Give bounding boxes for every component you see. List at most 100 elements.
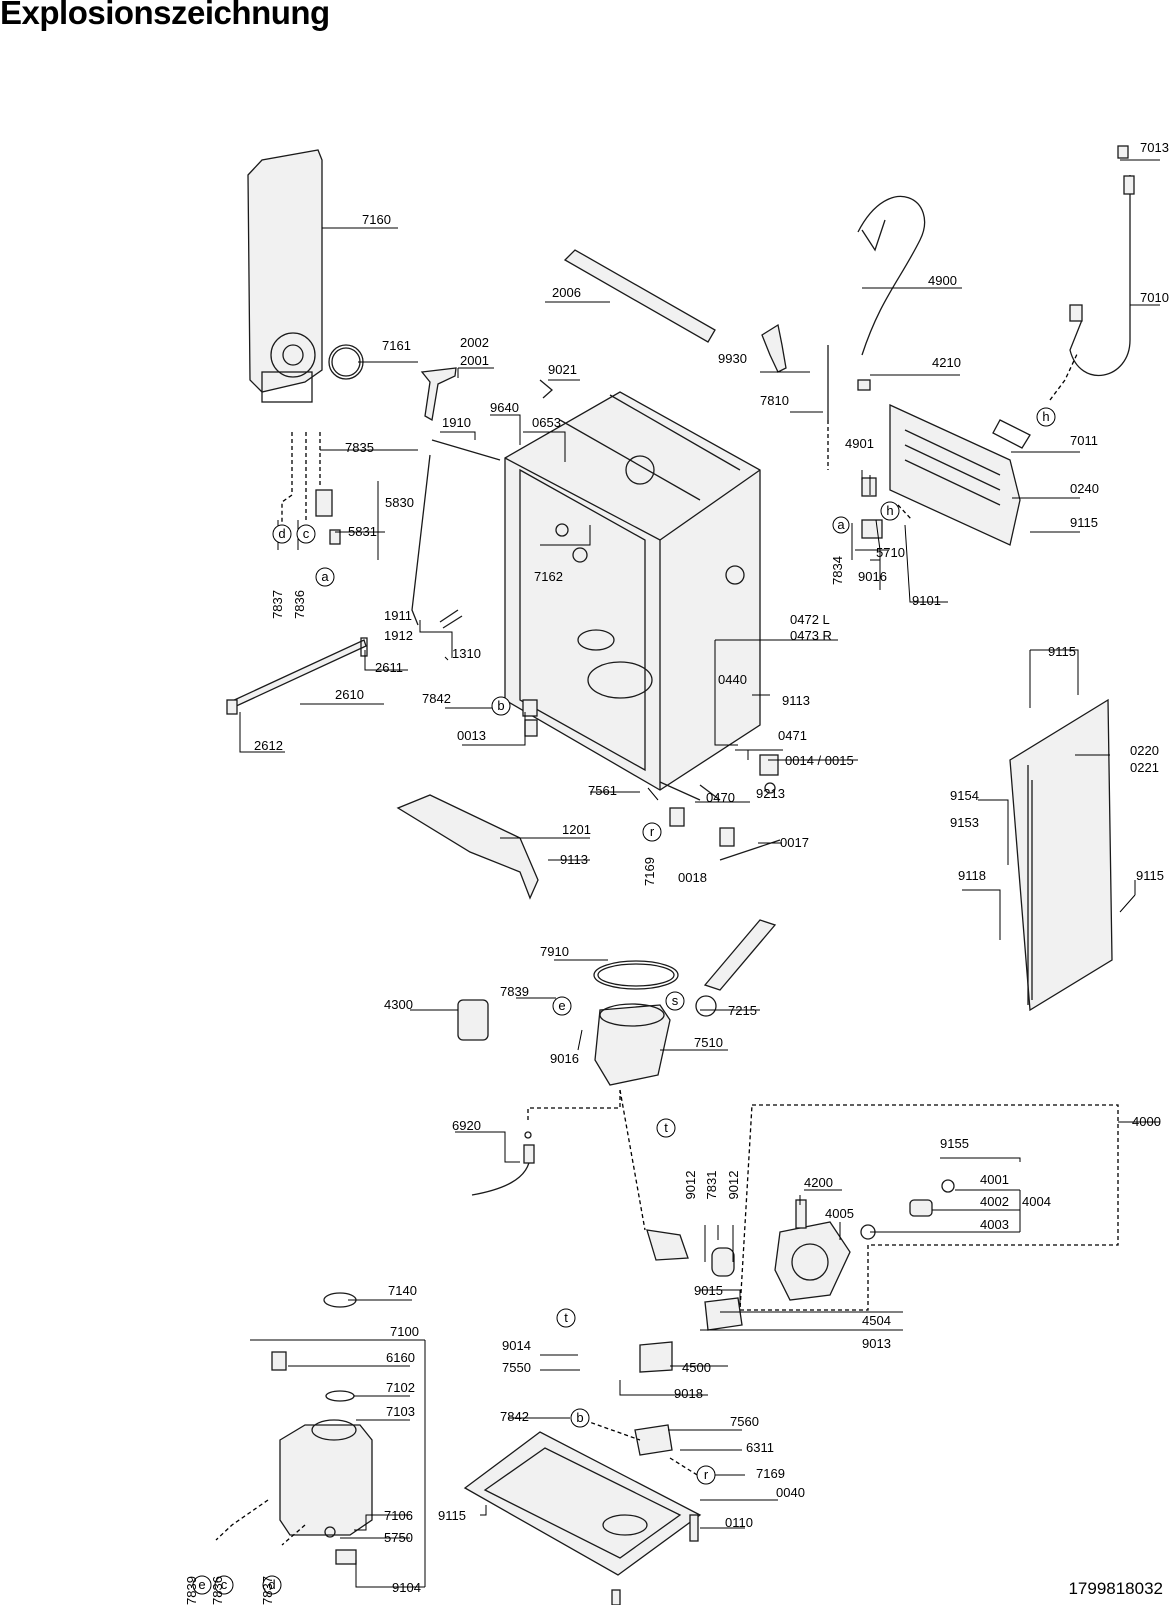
label-1201: 1201 [562, 822, 591, 837]
label-7831: 7831 [704, 1171, 719, 1200]
label-9118: 9118 [958, 868, 986, 883]
marker-d: d [278, 526, 285, 541]
label-9115-door-low: 9115 [1136, 868, 1164, 883]
label-0013: 0013 [457, 728, 486, 743]
label-6311: 6311 [746, 1440, 774, 1455]
label-9016-mid: 9016 [550, 1051, 579, 1066]
label-7910: 7910 [540, 944, 569, 959]
label-7834: 7834 [830, 556, 845, 585]
label-4901: 4901 [845, 436, 874, 451]
label-4500: 4500 [682, 1360, 711, 1375]
label-7510: 7510 [694, 1035, 723, 1050]
label-0014: 0014 / 0015 [785, 753, 854, 768]
label-7810: 7810 [760, 393, 789, 408]
label-7140: 7140 [388, 1283, 417, 1298]
label-4005: 4005 [825, 1206, 854, 1221]
marker-c: c [303, 526, 310, 541]
label-7162: 7162 [534, 569, 563, 584]
label-9014: 9014 [502, 1338, 531, 1353]
label-0110: 0110 [725, 1515, 753, 1530]
label-1910: 1910 [442, 415, 471, 430]
label-9155: 9155 [940, 1136, 969, 1151]
label-0221: 0221 [1130, 760, 1159, 775]
label-7010: 7010 [1140, 290, 1169, 305]
label-2006: 2006 [552, 285, 581, 300]
label-9154: 9154 [950, 788, 979, 803]
part-drawings [215, 145, 1135, 1605]
label-1310: 1310 [452, 646, 481, 661]
label-7103: 7103 [386, 1404, 415, 1419]
label-5831: 5831 [348, 524, 377, 539]
label-4001: 4001 [980, 1172, 1009, 1187]
label-7836-top: 7836 [292, 590, 307, 619]
label-7100: 7100 [390, 1324, 419, 1339]
reference-markers: d c a a h h b r e s t t b r e c d [192, 407, 1056, 1595]
label-0018: 0018 [678, 870, 707, 885]
label-7169-low: 7169 [756, 1466, 785, 1481]
marker-b: b [576, 1410, 583, 1425]
marker-a: a [321, 569, 329, 584]
drawing-number: 1799818032 [1068, 1579, 1163, 1598]
label-7102: 7102 [386, 1380, 415, 1395]
label-4000: 4000 [1132, 1114, 1161, 1129]
label-7013: 7013 [1140, 140, 1169, 155]
marker-e: e [558, 998, 565, 1013]
label-5830: 5830 [385, 495, 414, 510]
label-4004: 4004 [1022, 1194, 1051, 1209]
label-9018: 9018 [674, 1386, 703, 1401]
label-9015: 9015 [694, 1283, 723, 1298]
label-9021: 9021 [548, 362, 577, 377]
marker-d: d [268, 1577, 275, 1592]
label-9104: 9104 [392, 1580, 421, 1595]
label-9640: 9640 [490, 400, 519, 415]
marker-a: a [837, 517, 845, 532]
label-0473: 0473 R [790, 628, 832, 643]
label-2001: 2001 [460, 353, 489, 368]
label-7839-low: 7839 [184, 1576, 199, 1605]
label-9113-mid: 9113 [782, 693, 810, 708]
label-9115-door-top: 9115 [1048, 644, 1076, 659]
label-6160: 6160 [386, 1350, 415, 1365]
label-7836-low: 7836 [210, 1576, 225, 1605]
part-labels: 7160 7161 7835 5830 5831 7837 7836 2002 … [184, 140, 1169, 1605]
label-0653: 0653 [532, 415, 561, 430]
label-7561: 7561 [588, 783, 617, 798]
label-7837-top: 7837 [270, 590, 285, 619]
label-2610: 2610 [335, 687, 364, 702]
label-0220: 0220 [1130, 743, 1159, 758]
label-7842-mid: 7842 [422, 691, 451, 706]
label-5710: 5710 [876, 545, 905, 560]
label-0040: 0040 [776, 1485, 805, 1500]
label-0470: 0470 [706, 790, 735, 805]
label-9113-low: 9113 [560, 852, 588, 867]
leader-lines [239, 159, 1160, 1588]
label-7842-low: 7842 [500, 1409, 529, 1424]
label-0440: 0440 [718, 672, 747, 687]
marker-t: t [664, 1120, 668, 1135]
label-5750: 5750 [384, 1530, 413, 1545]
marker-b: b [497, 698, 504, 713]
label-4200: 4200 [804, 1175, 833, 1190]
marker-h: h [1042, 409, 1049, 424]
marker-r: r [704, 1467, 709, 1482]
page-title: Explosionszeichnung [0, 0, 330, 31]
label-7837-low: 7837 [260, 1576, 275, 1605]
label-2002: 2002 [460, 335, 489, 350]
label-9101: 9101 [912, 593, 941, 608]
label-4900: 4900 [928, 273, 957, 288]
label-7106: 7106 [384, 1508, 413, 1523]
label-0240: 0240 [1070, 481, 1099, 496]
marker-c: c [221, 1577, 228, 1592]
label-2612: 2612 [254, 738, 283, 753]
label-9012-b: 9012 [726, 1171, 741, 1200]
label-9153: 9153 [950, 815, 979, 830]
label-7161: 7161 [382, 338, 411, 353]
label-4504: 4504 [862, 1313, 891, 1328]
label-9115-base: 9115 [438, 1508, 466, 1523]
label-9013: 9013 [862, 1336, 891, 1351]
label-4002: 4002 [980, 1194, 1009, 1209]
label-4300: 4300 [384, 997, 413, 1012]
label-7835: 7835 [345, 440, 374, 455]
label-7839-mid: 7839 [500, 984, 529, 999]
label-0472: 0472 L [790, 612, 830, 627]
